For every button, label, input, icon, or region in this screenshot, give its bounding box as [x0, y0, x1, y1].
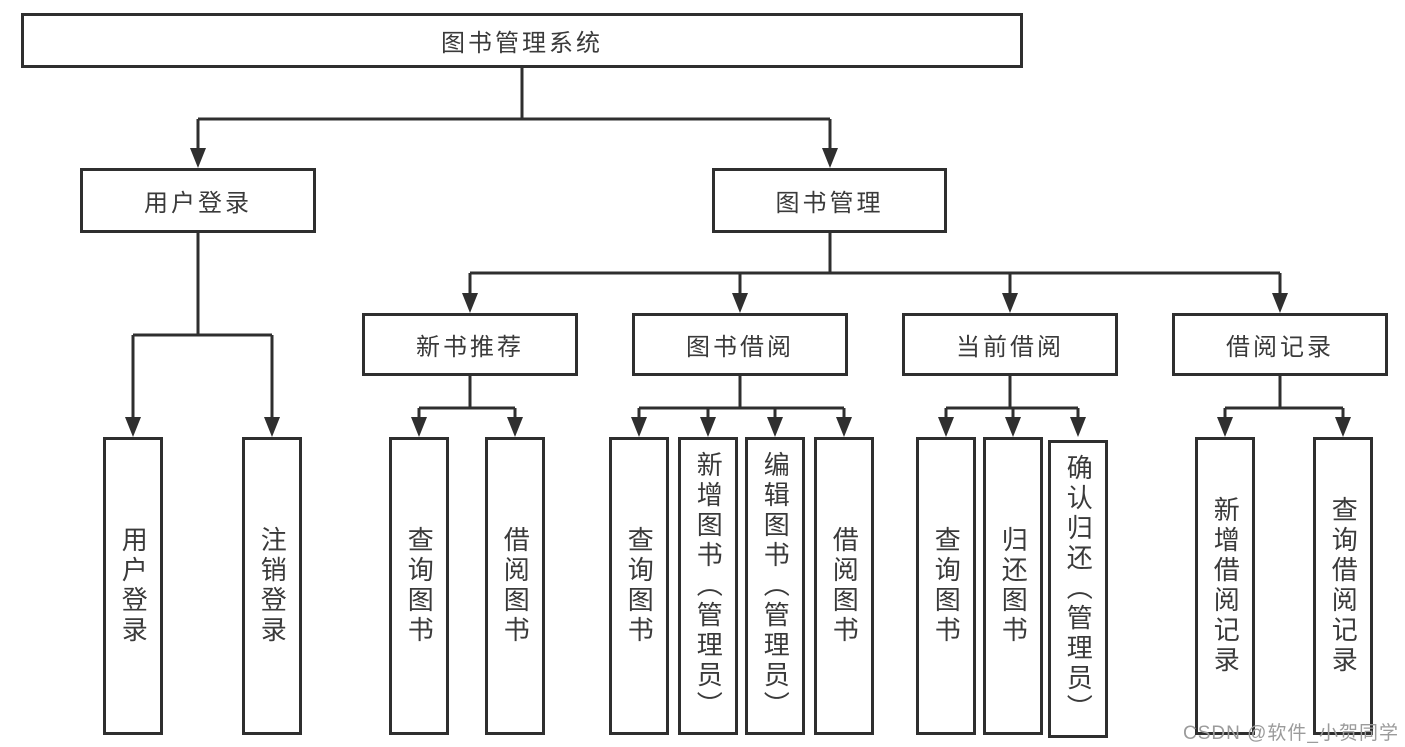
node-leaf-query-book-2: 查询图书: [609, 437, 669, 735]
node-leaf-query-borrow-record: 查询借阅记录: [1313, 437, 1373, 735]
node-leaf-query-book-3: 查询图书: [916, 437, 976, 735]
csdn-watermark: CSDN @软件_小贺同学: [1183, 723, 1399, 744]
node-leaf-edit-book-admin: 编辑图书（管理员）: [745, 437, 805, 735]
leaf-label: 用户登录: [118, 526, 149, 646]
edge-user-login-to-leaves: [125, 233, 280, 437]
arrowhead: [938, 417, 954, 437]
node-leaf-add-borrow-record: 新增借阅记录: [1195, 437, 1255, 735]
arrowhead: [190, 148, 206, 168]
edge-root-to-level2: [190, 68, 838, 168]
edge-book-borrow-to-leaves: [631, 376, 852, 437]
arrowhead: [264, 417, 280, 437]
leaf-label: 查询图书: [931, 526, 962, 646]
node-borrow-record: 借阅记录: [1172, 313, 1388, 376]
node-leaf-query-book-1: 查询图书: [389, 437, 449, 735]
leaf-label: 新增借阅记录: [1210, 496, 1241, 676]
edge-current-borrow-to-leaves: [938, 376, 1086, 437]
leaf-label: 查询图书: [404, 526, 435, 646]
arrowhead: [767, 417, 783, 437]
node-leaf-confirm-return-admin: 确认归还（管理员）: [1048, 440, 1108, 738]
node-user-login: 用户登录: [80, 168, 316, 233]
node-leaf-borrow-book-2: 借阅图书: [814, 437, 874, 735]
edge-book-mgmt-to-level3: [462, 233, 1288, 313]
arrowhead: [1005, 417, 1021, 437]
edge-borrow-record-to-leaves: [1217, 376, 1351, 437]
arrowhead: [1217, 417, 1233, 437]
leaf-label: 借阅图书: [829, 526, 860, 646]
leaf-label: 借阅图书: [500, 526, 531, 646]
arrowhead: [1335, 417, 1351, 437]
node-leaf-logout: 注销登录: [242, 437, 302, 735]
arrowhead: [700, 417, 716, 437]
arrowhead: [631, 417, 647, 437]
leaf-label: 新增图书（管理员）: [693, 451, 724, 721]
arrowhead: [462, 293, 478, 313]
node-leaf-add-book-admin: 新增图书（管理员）: [678, 437, 738, 735]
arrowhead: [1070, 417, 1086, 437]
arrowhead: [732, 293, 748, 313]
leaf-label: 注销登录: [257, 526, 288, 646]
node-book-borrow: 图书借阅: [632, 313, 848, 376]
node-current-borrow: 当前借阅: [902, 313, 1118, 376]
leaf-label: 归还图书: [998, 526, 1029, 646]
arrowhead: [507, 417, 523, 437]
leaf-label: 查询借阅记录: [1328, 496, 1359, 676]
node-library-management-system: 图书管理系统: [21, 13, 1023, 68]
edge-new-book-rec-to-leaves: [411, 376, 523, 437]
arrowhead: [125, 417, 141, 437]
leaf-label: 编辑图书（管理员）: [760, 451, 791, 721]
arrowhead: [1272, 293, 1288, 313]
arrowhead: [411, 417, 427, 437]
leaf-label: 查询图书: [624, 526, 655, 646]
node-leaf-user-login: 用户登录: [103, 437, 163, 735]
node-leaf-borrow-book-1: 借阅图书: [485, 437, 545, 735]
arrowhead: [836, 417, 852, 437]
leaf-label: 确认归还（管理员）: [1063, 454, 1094, 724]
arrowhead: [1002, 293, 1018, 313]
node-leaf-return-book: 归还图书: [983, 437, 1043, 735]
arrowhead: [822, 148, 838, 168]
node-new-book-recommend: 新书推荐: [362, 313, 578, 376]
node-book-management: 图书管理: [712, 168, 947, 233]
